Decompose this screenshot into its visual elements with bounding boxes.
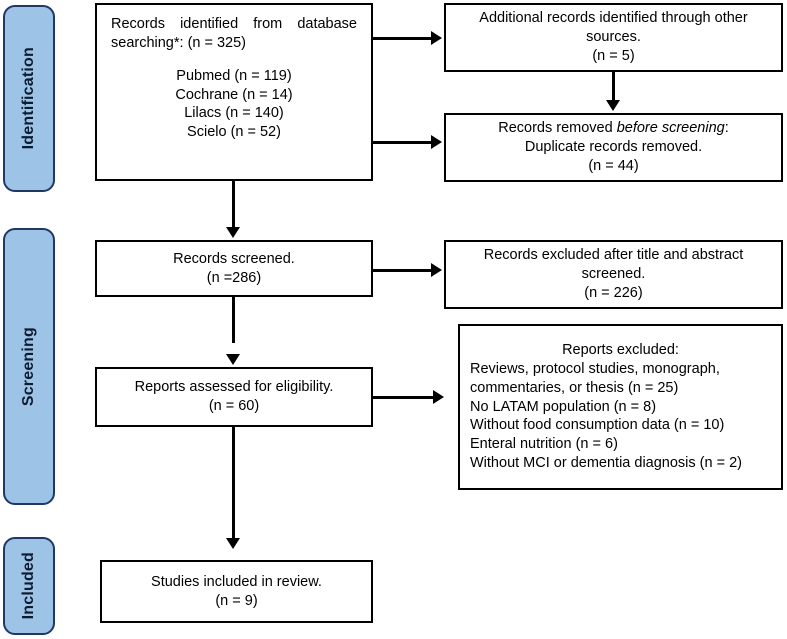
reports-excluded-reason-no-diagnosis: Without MCI or dementia diagnosis (n = 2… [470, 455, 742, 472]
connector-additional-to-removed [612, 72, 615, 102]
box-records-screened: Records screened. (n =286) [95, 240, 373, 297]
reports-excluded-reason-no-latam: No LATAM population (n = 8) [470, 398, 657, 415]
records-removed-line1-suffix: : [724, 120, 729, 137]
stage-banner-included: Included [3, 537, 55, 635]
connector-screened-to-excluded [373, 269, 433, 272]
additional-records-line2: sources. [586, 29, 641, 46]
box-records-identified: Records identified from database searchi… [95, 3, 373, 181]
reports-excluded-reason-enteral-nutrition: Enteral nutrition (n = 6) [470, 436, 618, 453]
stage-banner-screening: Screening [3, 228, 55, 505]
records-identified-spacer [111, 53, 357, 67]
reports-excluded-reason-no-food-data: Without food consumption data (n = 10) [470, 417, 725, 434]
arrowhead-identified-to-additional [431, 31, 442, 45]
arrowhead-identified-to-removed [431, 135, 442, 149]
arrowhead-screened-to-excluded [431, 263, 442, 277]
connector-assessed-to-included [232, 427, 235, 539]
records-identified-line1: Records identified from database [111, 16, 357, 32]
box-studies-included: Studies included in review. (n = 9) [100, 560, 373, 623]
reports-assessed-count: (n = 60) [208, 398, 260, 414]
records-removed-line1: Records removed before screening: [454, 119, 773, 138]
studies-included-line1: Studies included in review. [151, 573, 322, 590]
records-removed-line2: Duplicate records removed. [524, 139, 703, 156]
arrowhead-assessed-to-reports-excluded [433, 390, 444, 404]
records-identified-source-pubmed: Pubmed (n = 119) [176, 67, 292, 84]
arrowhead-screened-to-assessed [226, 354, 240, 365]
records-screened-line1: Records screened. [173, 250, 295, 267]
records-screened-count: (n =286) [206, 269, 262, 286]
box-records-removed: Records removed before screening: Duplic… [444, 113, 783, 182]
records-identified-source-lilacs: Lilacs (n = 140) [184, 105, 284, 122]
stage-label-identification: Identification [20, 47, 37, 150]
records-excluded-line1: Records excluded after title and abstrac… [483, 247, 744, 264]
additional-records-line1: Additional records identified through ot… [479, 10, 748, 27]
records-excluded-count: (n = 226) [584, 284, 643, 301]
connector-screened-to-assessed [232, 297, 235, 343]
connector-identified-to-screened [232, 181, 235, 229]
reports-assessed-line1: Reports assessed for eligibility. [134, 379, 334, 396]
connector-assessed-to-reports-excluded [373, 396, 435, 399]
additional-records-count: (n = 5) [592, 47, 635, 64]
stage-label-included: Included [20, 552, 37, 620]
connector-identified-to-additional [373, 37, 433, 40]
records-excluded-line2: screened. [581, 266, 646, 283]
connector-identified-to-removed [373, 141, 433, 144]
records-removed-line1-prefix: Records removed [498, 120, 617, 137]
records-identified-source-cochrane: Cochrane (n = 14) [175, 86, 293, 103]
records-identified-line2: searching*: (n = 325) [111, 34, 247, 51]
reports-excluded-reason-reviews-2: commentaries, or thesis (n = 25) [470, 379, 679, 396]
stage-banner-identification: Identification [3, 5, 55, 192]
arrowhead-identified-to-screened [226, 227, 240, 238]
records-removed-line1-emphasis: before screening [616, 120, 725, 137]
box-additional-records: Additional records identified through ot… [444, 3, 783, 72]
box-reports-excluded: Reports excluded: Reviews, protocol stud… [458, 324, 783, 490]
reports-excluded-reason-reviews-1: Reviews, protocol studies, monograph, [470, 360, 720, 377]
reports-excluded-heading: Reports excluded: [562, 342, 679, 359]
arrowhead-additional-to-removed [606, 100, 620, 111]
box-reports-assessed: Reports assessed for eligibility. (n = 6… [95, 367, 373, 427]
stage-label-screening: Screening [20, 326, 37, 407]
records-removed-count: (n = 44) [588, 157, 639, 174]
records-identified-source-scielo: Scielo (n = 52) [187, 124, 281, 141]
studies-included-count: (n = 9) [215, 592, 258, 609]
box-records-excluded: Records excluded after title and abstrac… [444, 240, 783, 309]
arrowhead-assessed-to-included [226, 538, 240, 549]
